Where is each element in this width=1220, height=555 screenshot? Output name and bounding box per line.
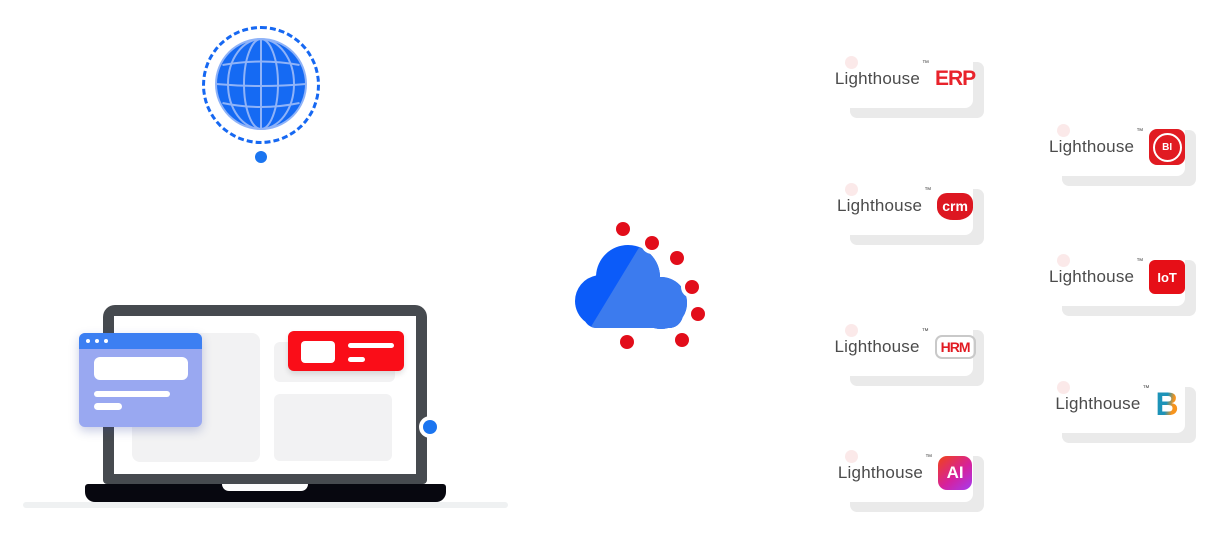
brand-label: Lighthouse	[1049, 137, 1135, 156]
trademark-mark: ™	[924, 187, 932, 194]
hrm-logo: HRM	[934, 335, 976, 359]
erp-logo: ERP	[935, 67, 976, 90]
window-dot-icon	[86, 339, 90, 343]
b-logo: B	[1155, 386, 1179, 422]
sync-dot	[616, 331, 638, 353]
cloud-icon	[575, 245, 687, 329]
laptop-notch	[222, 484, 308, 491]
brand-label: Lighthouse	[837, 196, 923, 215]
browser-search-bar	[94, 357, 188, 380]
sync-dot	[666, 247, 688, 269]
trademark-mark: ™	[925, 454, 933, 461]
trademark-mark: ™	[922, 60, 929, 67]
ai-logo: AI	[938, 456, 973, 490]
laptop-base	[85, 484, 446, 502]
brand-label: Lighthouse	[834, 69, 920, 88]
sync-dot	[687, 303, 709, 325]
brand-label: Lighthouse	[1055, 394, 1141, 413]
screen-right-bottom-panel	[274, 394, 392, 461]
trademark-mark: ™	[1142, 385, 1150, 392]
sync-dot	[681, 276, 703, 298]
ground-line	[23, 502, 508, 508]
sync-dot	[671, 329, 693, 351]
globe-dashed-ring	[202, 26, 320, 144]
browser-text-line	[94, 391, 170, 397]
trademark-mark: ™	[1136, 258, 1144, 265]
globe-connector-dot	[251, 147, 271, 167]
globe-icon	[215, 38, 307, 130]
iot-logo: IoT	[1149, 260, 1185, 294]
trademark-mark: ™	[1136, 128, 1144, 135]
browser-text-line	[94, 403, 122, 410]
brand-label: Lighthouse	[837, 463, 924, 482]
bi-logo: BI	[1149, 129, 1185, 165]
brand-label: Lighthouse	[834, 337, 920, 356]
brand-label: Lighthouse	[1049, 267, 1135, 286]
window-dot-icon	[95, 339, 99, 343]
window-dot-icon	[104, 339, 108, 343]
browser-window	[79, 333, 202, 427]
red-card-text-line	[348, 343, 394, 348]
sync-dot	[641, 232, 663, 254]
red-card-text-line	[348, 357, 365, 362]
trademark-mark: ™	[921, 328, 929, 335]
bi-logo-ring: BI	[1152, 132, 1182, 162]
crm-logo: crm	[937, 192, 973, 220]
browser-titlebar	[79, 333, 202, 349]
red-card-thumbnail	[301, 341, 335, 363]
screen-red-card	[288, 331, 404, 371]
laptop-connector-dot	[419, 416, 441, 438]
sync-dot	[612, 218, 634, 240]
